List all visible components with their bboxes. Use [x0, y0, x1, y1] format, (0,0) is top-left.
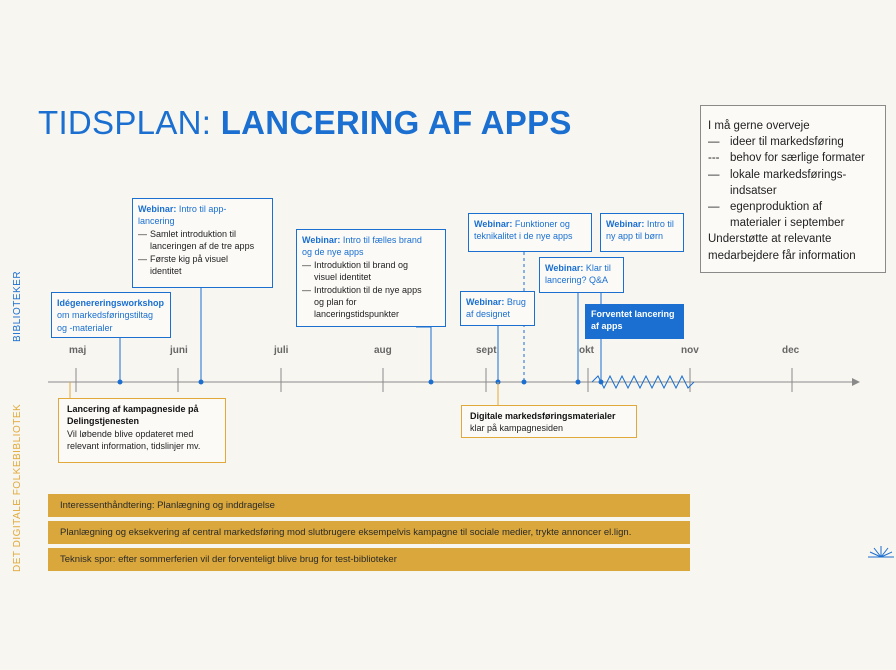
- sun-logo-icon: [868, 546, 894, 558]
- event-launch: Forventet lancering af apps: [585, 304, 684, 339]
- launch-zigzag: [591, 374, 695, 390]
- timeline-arrow-icon: [852, 378, 860, 386]
- consider-notes-box: I må gerne overveje —ideer til markedsfø…: [700, 105, 886, 273]
- notes-heading: I må gerne overveje: [708, 120, 810, 132]
- track-bar-markedsforing: Planlægning og eksekvering af central ma…: [48, 521, 690, 544]
- notes-item: indsatser: [730, 184, 777, 197]
- gold-connectors: [69, 382, 499, 405]
- month-label: sept: [476, 345, 497, 356]
- notes-footer: medarbejdere får information: [708, 249, 856, 262]
- notes-footer: Understøtte at relevante: [708, 233, 832, 246]
- event-webinar-funktioner: Webinar: Funktioner og teknikalitet i de…: [468, 213, 592, 252]
- month-label: dec: [782, 345, 800, 356]
- month-label: juli: [274, 345, 289, 356]
- month-label: juni: [170, 345, 188, 356]
- page-title: TIDSPLAN: LANCERING AF APPS: [38, 104, 572, 142]
- event-digitale: Digitale markedsføringsmaterialer klar p…: [461, 405, 637, 438]
- month-ticks: [75, 368, 793, 392]
- notes-item: —egenproduktion af: [708, 201, 823, 214]
- event-webinar-brand: Webinar: Intro til fælles brand og de ny…: [296, 229, 446, 327]
- month-label: nov: [681, 345, 699, 356]
- title-prefix: TIDSPLAN:: [38, 104, 221, 141]
- month-label: maj: [69, 345, 87, 356]
- event-webinar-intro: Webinar: Intro til app- lancering —Samle…: [132, 198, 273, 288]
- title-bold: LANCERING AF APPS: [220, 104, 572, 141]
- event-workshop: Idégenereringsworkshop om markedsførings…: [51, 292, 171, 338]
- notes-item: —lokale markedsførings-: [708, 168, 847, 181]
- event-dots: [117, 379, 604, 385]
- notes-item: ---behov for særlige formater: [708, 152, 865, 165]
- event-webinar-design: Webinar: Brug af designet: [460, 291, 535, 326]
- event-webinar-born: Webinar: Intro til ny app til børn: [600, 213, 684, 252]
- notes-item: materialer i september: [730, 217, 845, 230]
- event-webinar-klar: Webinar: Klar til lancering? Q&A: [539, 257, 624, 293]
- month-label: aug: [374, 345, 392, 356]
- notes-item: —ideer til markedsføring: [708, 136, 844, 149]
- track-bar-interessent: Interessenthåndtering: Planlægning og in…: [48, 494, 690, 517]
- event-kampagneside: Lancering af kampagneside på Delingstjen…: [58, 398, 226, 463]
- month-label: okt: [579, 345, 594, 356]
- track-bar-teknisk: Teknisk spor: efter sommerferien vil der…: [48, 548, 690, 571]
